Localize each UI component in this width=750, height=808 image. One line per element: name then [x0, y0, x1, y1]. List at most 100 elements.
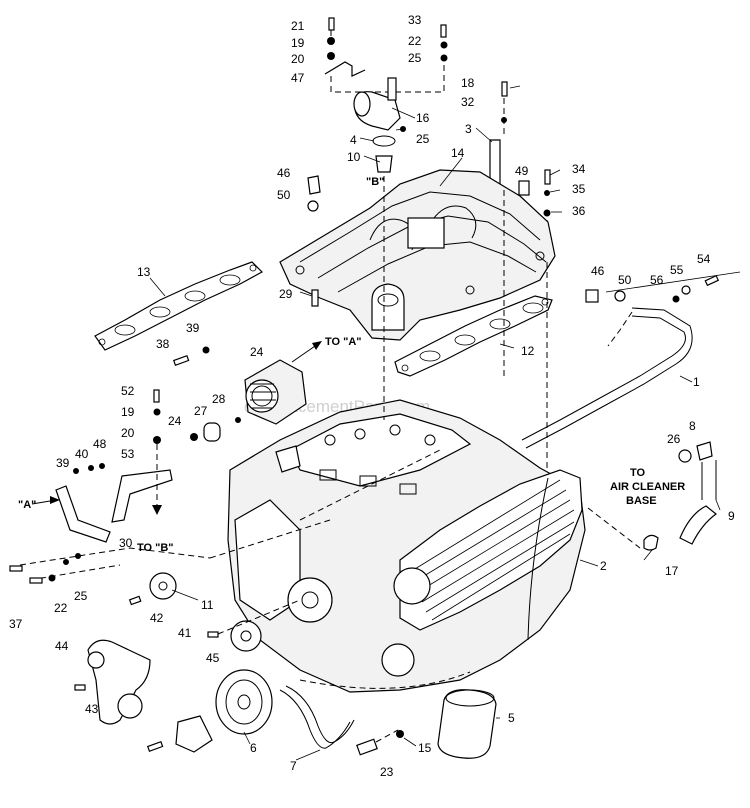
note-label-b: "B" — [366, 176, 384, 188]
callout-45: 45 — [206, 651, 220, 665]
fitting-50 — [307, 200, 319, 212]
washer-22 — [440, 41, 448, 49]
nut-25 — [440, 54, 448, 62]
spacer-27 — [203, 422, 221, 442]
thermostat-10 — [375, 155, 393, 173]
bracket-53 — [111, 469, 173, 523]
callout-50a: 50 — [277, 188, 291, 202]
callout-24a: 24 — [250, 345, 264, 359]
callout-17: 17 — [665, 564, 679, 578]
callout-8: 8 — [689, 419, 696, 433]
callout-42: 42 — [150, 611, 164, 625]
callout-27: 27 — [194, 404, 208, 418]
callout-20b: 20 — [121, 426, 135, 440]
callout-55: 55 — [670, 263, 684, 277]
idler-pulley — [128, 572, 301, 652]
bracket-47 — [324, 61, 366, 77]
callout-40: 40 — [75, 447, 89, 461]
callout-23: 23 — [380, 765, 394, 779]
left-bracket-hardware — [9, 389, 211, 584]
callout-34: 34 — [572, 162, 586, 176]
callout-25c: 25 — [74, 589, 88, 603]
callout-56: 56 — [650, 273, 664, 287]
callout-7: 7 — [290, 759, 297, 773]
coolant-hose-1 — [521, 271, 741, 449]
bracket-30 — [55, 485, 111, 543]
washer-19 — [327, 37, 335, 45]
callout-35: 35 — [572, 182, 586, 196]
belt-tensioner — [74, 639, 151, 725]
callout-2: 2 — [600, 559, 607, 573]
callout-1: 1 — [693, 375, 700, 389]
top-bracket-hardware — [324, 17, 448, 93]
callout-14: 14 — [451, 146, 465, 160]
callout-50b: 50 — [618, 273, 632, 287]
callout-5: 5 — [508, 711, 515, 725]
callout-41: 41 — [178, 626, 192, 640]
note-to-b: TO "B" — [137, 542, 174, 554]
washer-20 — [327, 52, 335, 60]
callout-39b: 39 — [56, 456, 70, 470]
pcv-hose-group — [587, 441, 717, 551]
cap-49 — [518, 180, 530, 196]
callout-38: 38 — [156, 337, 170, 351]
cap-46 — [585, 289, 599, 303]
callout-22: 22 — [408, 34, 422, 48]
sensor-46 — [307, 175, 321, 195]
callout-33: 33 — [408, 13, 422, 27]
oil-filter — [356, 689, 497, 759]
note-air-2: AIR CLEANER — [610, 481, 685, 493]
intake-gasket-13 — [94, 261, 263, 351]
callout-24b: 24 — [168, 414, 182, 428]
callout-19: 19 — [291, 36, 305, 50]
bolt-33 — [440, 24, 447, 38]
note-air-3: BASE — [626, 495, 657, 507]
alternator — [172, 341, 322, 442]
callout-4: 4 — [350, 133, 357, 147]
callout-12: 12 — [521, 344, 535, 358]
callout-13: 13 — [137, 265, 151, 279]
callout-37: 37 — [9, 617, 23, 631]
callout-20: 20 — [291, 52, 305, 66]
sensor-29 — [311, 289, 319, 307]
thermostat-housing-group — [353, 77, 406, 173]
callout-26: 26 — [667, 432, 681, 446]
callout-30: 30 — [119, 536, 133, 550]
callout-10: 10 — [347, 150, 361, 164]
callout-36: 36 — [572, 204, 586, 218]
callout-48: 48 — [93, 437, 107, 451]
callout-9: 9 — [728, 509, 735, 523]
callout-47: 47 — [291, 71, 305, 85]
callout-numbers: 21 19 20 47 33 22 25 18 32 3 16 4 25 10 … — [9, 13, 735, 779]
callout-28: 28 — [212, 392, 226, 406]
o-ring-4 — [372, 135, 396, 147]
callout-29: 29 — [279, 287, 293, 301]
callout-54: 54 — [697, 252, 711, 266]
callout-44: 44 — [55, 639, 69, 653]
callout-53: 53 — [121, 447, 135, 461]
callout-46a: 46 — [277, 166, 291, 180]
crank-pulley — [146, 669, 355, 753]
note-label-a: "A" — [18, 499, 36, 511]
bolt-21 — [328, 17, 335, 31]
engine-block — [209, 399, 586, 693]
callout-18: 18 — [461, 76, 475, 90]
note-to-a: TO "A" — [325, 336, 362, 348]
callout-46b: 46 — [591, 264, 605, 278]
callout-43: 43 — [85, 702, 99, 716]
callout-6: 6 — [250, 741, 257, 755]
callout-21: 21 — [291, 19, 305, 33]
callout-3: 3 — [465, 122, 472, 136]
callout-25: 25 — [408, 51, 422, 65]
callout-25b: 25 — [416, 132, 430, 146]
callout-32: 32 — [461, 95, 475, 109]
callout-52: 52 — [121, 384, 135, 398]
callout-15: 15 — [418, 741, 432, 755]
manifold-hardware — [307, 81, 551, 262]
callout-49: 49 — [515, 164, 529, 178]
callout-16: 16 — [416, 111, 430, 125]
intake-gasket-12 — [394, 295, 553, 377]
callout-22b: 22 — [54, 601, 68, 615]
callout-11: 11 — [201, 598, 214, 612]
